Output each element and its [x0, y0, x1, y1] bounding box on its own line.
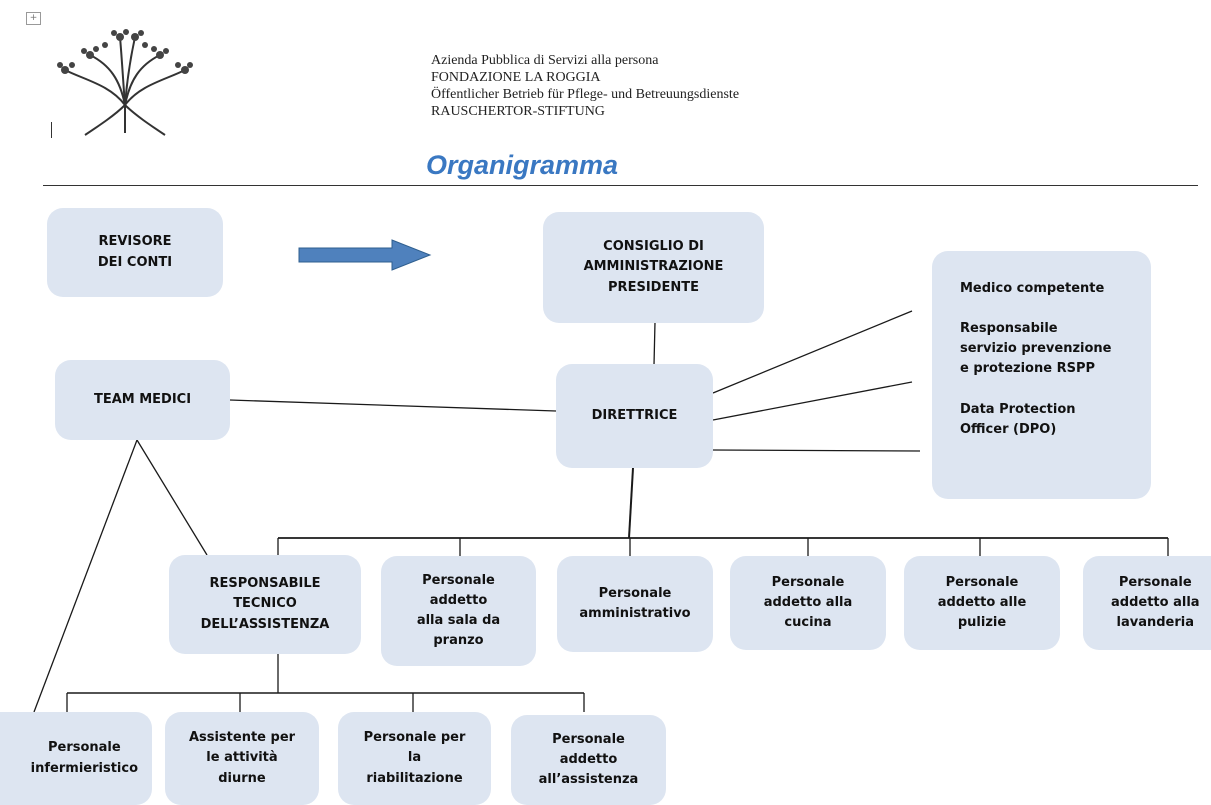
page-title: Organigramma	[426, 150, 619, 180]
node-sala-pranzo: Personale addetto alla sala da pranzo	[381, 556, 536, 666]
header-line-1: Azienda Pubblica di Servizi alla persona	[431, 53, 659, 68]
node-attivita-diurne: Assistente per le attività diurne	[165, 712, 319, 805]
node-dpo: Data Protection Officer (DPO)	[960, 401, 1076, 437]
node-revisore-dei-conti: REVISORE DEI CONTI	[47, 208, 223, 297]
node-amministrativo: Personale amministrativo	[557, 556, 713, 652]
node-lavanderia: Personale addetto alla lavanderia	[1083, 556, 1211, 650]
tree-logo-icon	[57, 29, 193, 136]
header-divider	[43, 185, 1198, 186]
node-team-medici: TEAM MEDICI	[55, 360, 230, 440]
node-riabilitazione: Personale per la riabilitazione	[338, 712, 491, 805]
node-direttrice: DIRETTRICE	[556, 364, 713, 468]
header-line-4: RAUSCHERTOR-STIFTUNG	[431, 104, 605, 119]
arrow-right-icon	[298, 239, 432, 271]
node-infermieristico: Personale infermieristico	[0, 712, 152, 805]
move-handle-icon[interactable]: +	[26, 12, 41, 25]
node-rspp: Responsabile servizio prevenzione e prot…	[960, 321, 1112, 377]
margin-mark	[51, 122, 52, 138]
node-cucina: Personale addetto alla cucina	[730, 556, 886, 650]
header-line-3: Öffentlicher Betrieb für Pflege- und Bet…	[431, 87, 740, 102]
node-consiglio-amministrazione: CONSIGLIO DI AMMINISTRAZIONE PRESIDENTE	[543, 212, 764, 323]
header-line-2: FONDAZIONE LA ROGGIA	[431, 70, 601, 85]
node-medico-competente: Medico competente	[960, 281, 1105, 296]
node-responsabile-tecnico: RESPONSABILE TECNICO DELL’ASSISTENZA	[169, 555, 361, 654]
node-assistenza: Personale addetto all’assistenza	[511, 715, 666, 805]
node-pulizie: Personale addetto alle pulizie	[904, 556, 1060, 650]
node-consulenti: Medico competente Responsabile servizio …	[932, 251, 1151, 499]
